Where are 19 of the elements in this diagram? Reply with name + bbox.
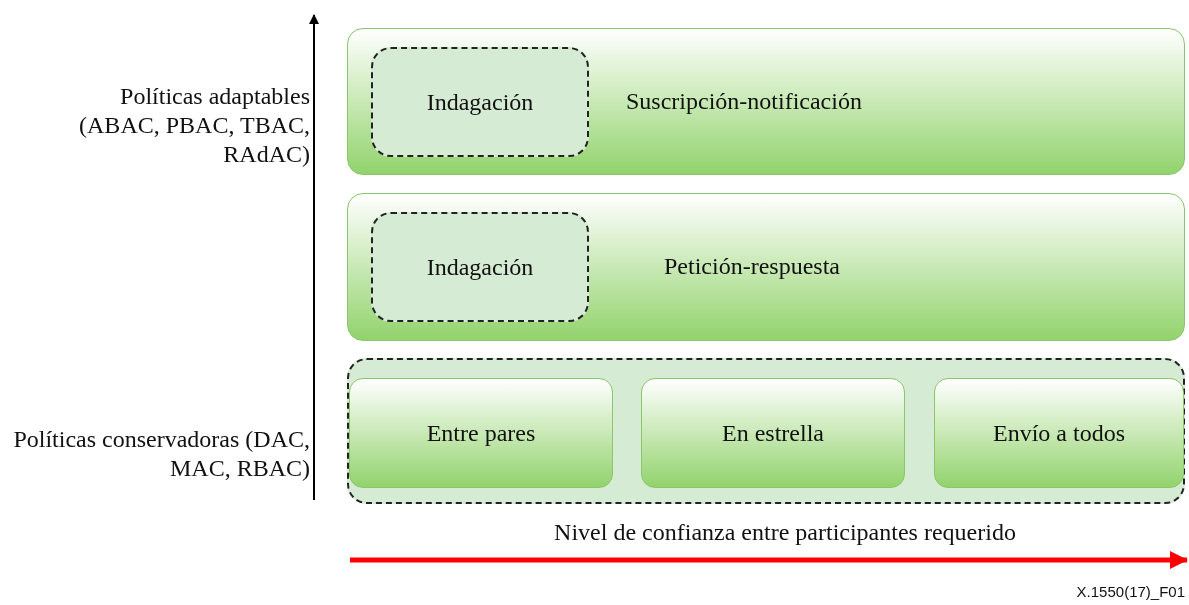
layer-band xyxy=(347,28,1185,175)
axis-label: Políticas adaptables (ABAC, PBAC, TBAC, RAdAC) xyxy=(78,82,310,169)
layer-label: Suscripción-notificación xyxy=(626,87,862,115)
process-box xyxy=(349,378,613,488)
axis-title: Nivel de confianza entre participantes requerido xyxy=(553,518,1017,547)
process-box xyxy=(641,378,905,488)
box-label: Indagación xyxy=(426,88,534,116)
axis-label: Políticas conservadoras (DAC, MAC, RBAC) xyxy=(12,425,310,483)
box-label: Envío a todos xyxy=(993,419,1125,447)
process-box xyxy=(934,378,1184,488)
box-label: Entre pares xyxy=(426,419,536,447)
figure-id: X.1550(17)_F01 xyxy=(1075,583,1185,601)
box-label: Indagación xyxy=(426,253,534,281)
layer-band xyxy=(347,193,1185,341)
dashed-box xyxy=(371,212,589,322)
layer-label: Petición-respuesta xyxy=(664,253,840,280)
group-box xyxy=(347,358,1185,504)
dashed-box xyxy=(371,47,589,157)
box-label: En estrella xyxy=(722,419,824,447)
